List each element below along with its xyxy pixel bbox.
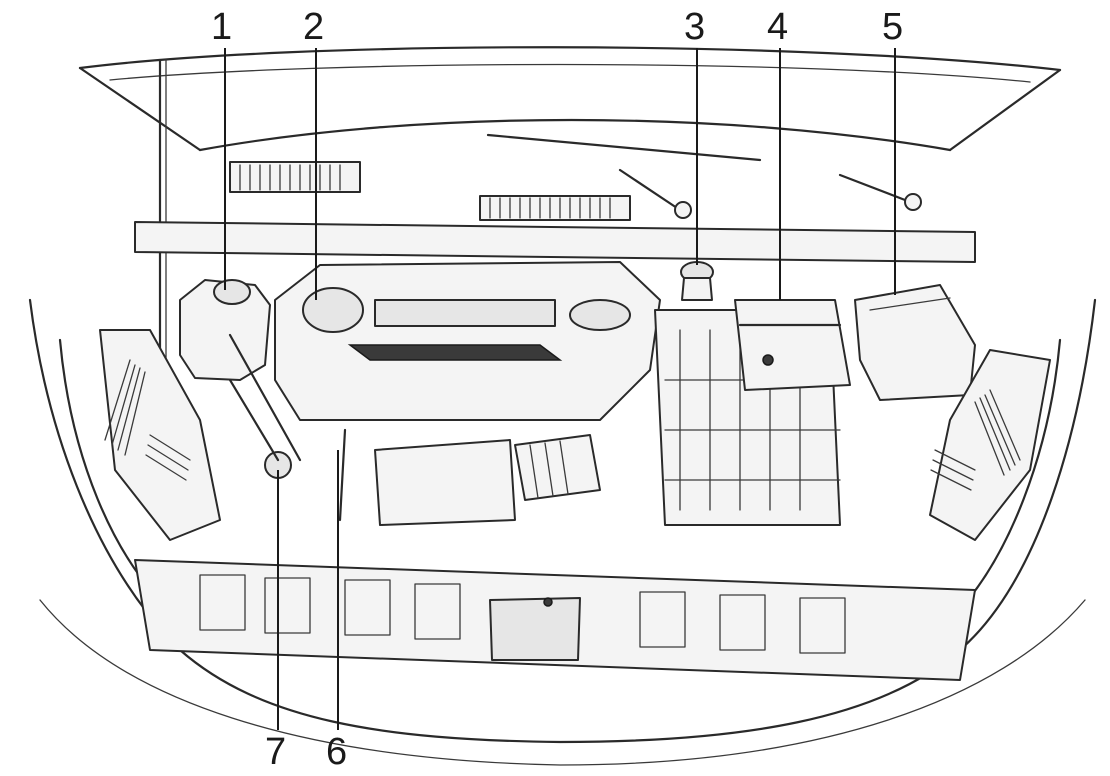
callout-1: 1 bbox=[211, 6, 233, 48]
callout-5: 5 bbox=[882, 6, 904, 48]
hood-outline bbox=[78, 46, 1062, 152]
lower-engine-block bbox=[374, 439, 516, 526]
fuse-box bbox=[854, 284, 976, 401]
callout-2: 2 bbox=[303, 6, 325, 48]
callout-4: 4 bbox=[767, 6, 789, 48]
coolant-reservoir bbox=[179, 279, 271, 381]
wiper-arms bbox=[486, 133, 922, 219]
oil-dipstick bbox=[338, 428, 347, 522]
cowl-vents bbox=[229, 161, 631, 221]
callout-3: 3 bbox=[684, 6, 706, 48]
battery bbox=[734, 299, 851, 391]
strut-tower-brace bbox=[134, 221, 976, 263]
engine-cover bbox=[274, 261, 661, 421]
callout-7: 7 bbox=[265, 731, 287, 773]
oil-filler-cap bbox=[302, 287, 364, 333]
callout-6: 6 bbox=[326, 731, 348, 773]
brake-fluid-reservoir bbox=[680, 261, 714, 301]
right-strut-tower bbox=[929, 349, 1051, 541]
air-intake-tube bbox=[514, 434, 601, 501]
radiator-cover bbox=[134, 559, 976, 681]
